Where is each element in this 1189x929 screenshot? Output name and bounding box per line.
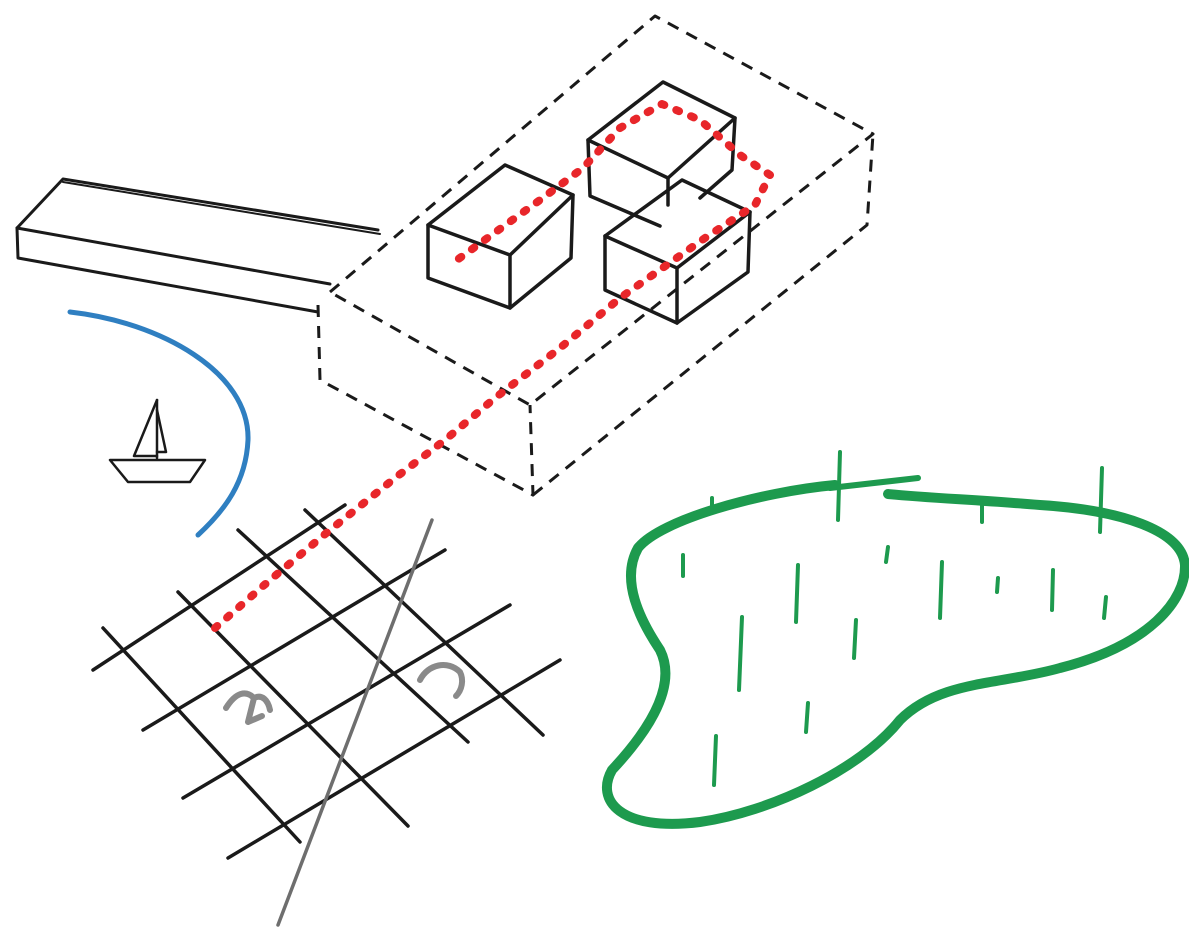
bird-icon xyxy=(223,690,273,725)
route-path xyxy=(211,100,774,632)
bird-icon xyxy=(417,662,466,699)
landmark-marks xyxy=(223,662,466,725)
box-right xyxy=(603,178,752,325)
shoreline-arc xyxy=(67,309,251,538)
long-building xyxy=(15,177,381,314)
park-vegetation xyxy=(681,450,1108,787)
street-grid xyxy=(91,503,562,860)
box-left xyxy=(426,163,575,310)
sailboat-icon xyxy=(108,398,207,484)
park-outline xyxy=(602,480,1189,829)
park-edge-stroke xyxy=(827,475,921,491)
dashed-block-outline xyxy=(316,14,875,497)
diagonal-road xyxy=(276,518,434,927)
